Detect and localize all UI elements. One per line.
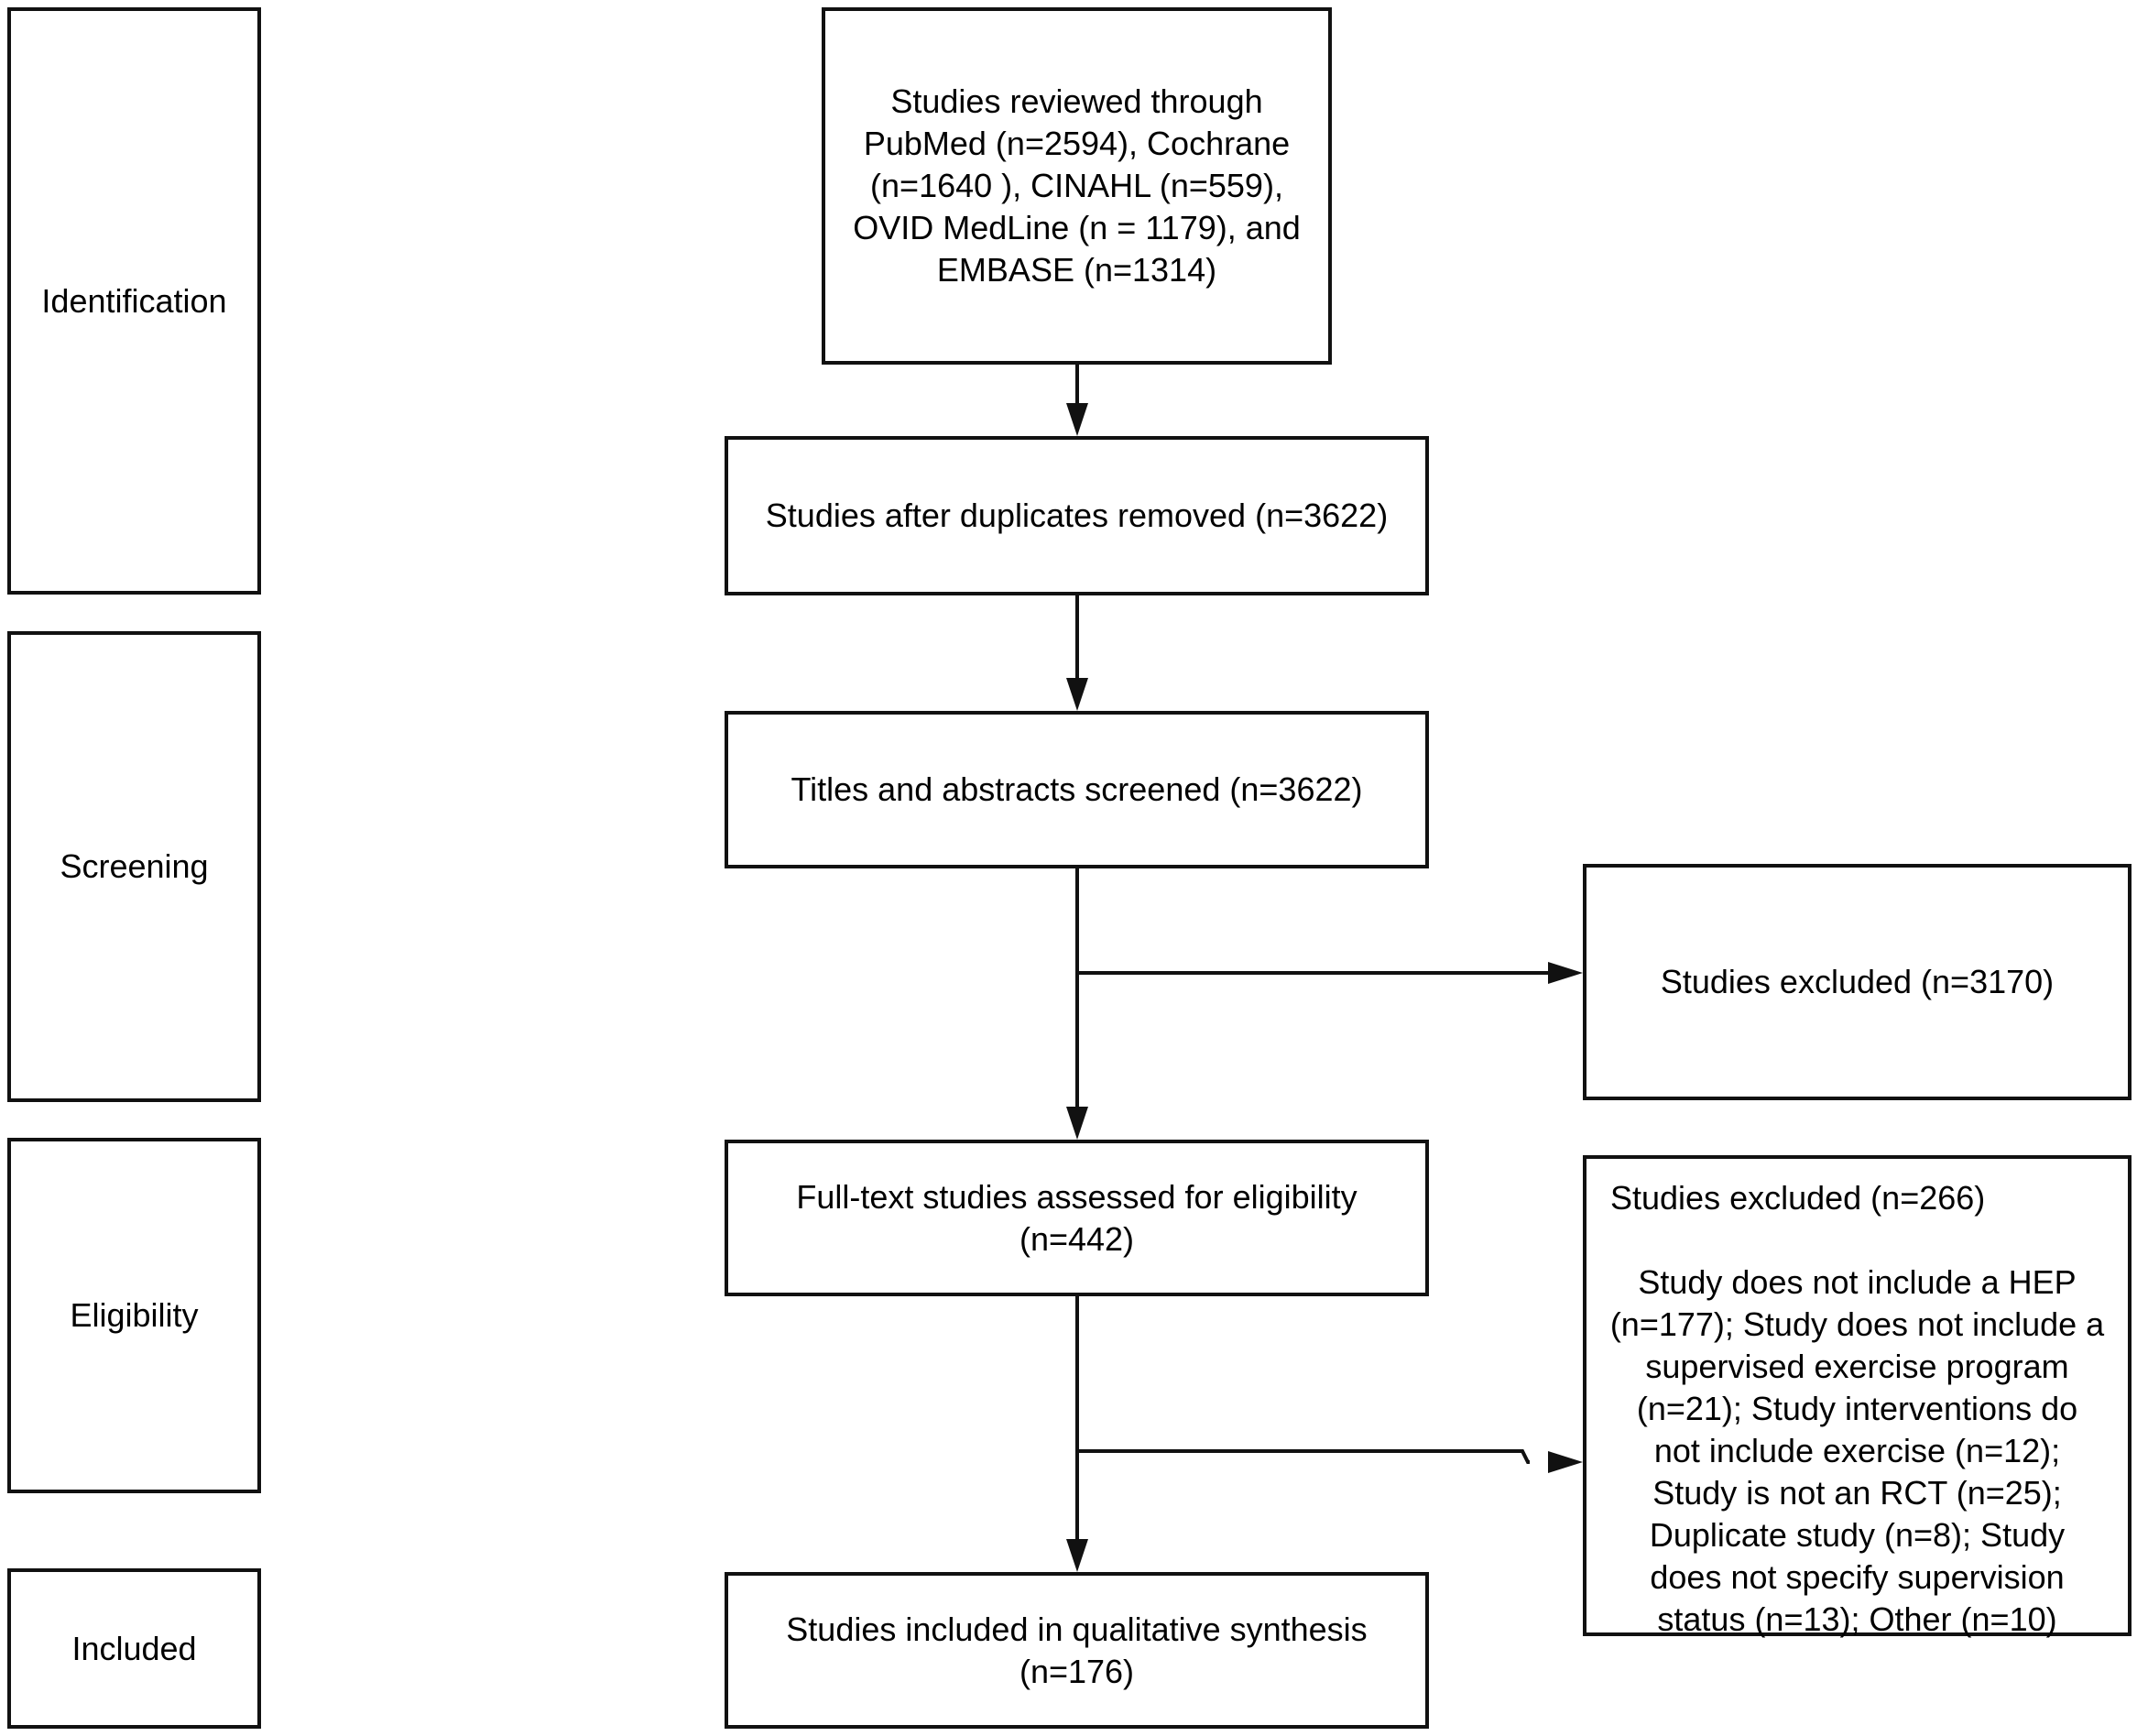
excluded-reason-line: Duplicate study (n=8); Study [1649, 1516, 2066, 1554]
excluded-reason-line: (n=21); Study interventions do [1636, 1390, 2078, 1427]
excluded-reason-line: (n=177); Study does not include a [1609, 1305, 2105, 1343]
reviewed-line-1: Studies reviewed through [890, 82, 1263, 120]
excluded-reason-line: Study is not an RCT (n=25); [1652, 1474, 2062, 1512]
box-titles-abstracts-screened: Titles and abstracts screened (n=3622) [725, 711, 1429, 868]
reviewed-line-5: EMBASE (n=1314) [936, 251, 1217, 289]
excluded-reason-line: Study does not include a HEP [1638, 1263, 2077, 1301]
excluded-reason-line: status (n=13); Other (n=10) [1657, 1600, 2057, 1638]
phase-identification: Identification [7, 7, 261, 595]
screened-text: Titles and abstracts screened (n=3622) [790, 770, 1363, 808]
box-fulltext-assessed: Full-text studies assessed for eligibili… [725, 1140, 1429, 1296]
arrowhead-to-excluded-screening [1548, 962, 1583, 984]
box-excluded-fulltext: Studies excluded (n=266) Study does not … [1583, 1155, 2132, 1638]
arrowhead-fulltext-to-included [1066, 1539, 1088, 1572]
box-studies-included: Studies included in qualitative synthesi… [725, 1572, 1429, 1729]
arrowhead-to-excluded-fulltext [1548, 1451, 1583, 1473]
phase-included: Included [7, 1568, 261, 1729]
phase-screening-label: Screening [60, 847, 209, 885]
reviewed-line-3: (n=1640 ), CINAHL (n=559), [870, 167, 1283, 204]
excluded-fulltext-reasons: Study does not include a HEP (n=177); St… [1586, 1261, 2128, 1641]
excluded-screening-text: Studies excluded (n=3170) [1660, 963, 2055, 1000]
excluded-fulltext-title: Studies excluded (n=266) [1610, 1179, 1986, 1217]
excluded-reason-line: does not specify supervision [1650, 1558, 2065, 1596]
box-studies-reviewed: Studies reviewed through PubMed (n=2594)… [822, 7, 1332, 365]
phase-eligibility: Eligibility [7, 1138, 261, 1493]
fulltext-line-1: Full-text studies assessed for eligibili… [796, 1177, 1357, 1216]
excluded-reason-line: not include exercise (n=12); [1653, 1432, 2061, 1469]
arrowhead-reviewed-to-duplicates [1066, 403, 1088, 436]
excluded-reason-line: supervised exercise program [1645, 1348, 2069, 1385]
box-duplicates-removed: Studies after duplicates removed (n=3622… [725, 436, 1429, 595]
fulltext-line-2: (n=442) [1019, 1219, 1135, 1258]
phase-screening: Screening [7, 631, 261, 1102]
reviewed-line-4: OVID MedLine (n = 1179), and [853, 209, 1301, 246]
phase-eligibility-label: Eligibility [70, 1296, 199, 1334]
branch-excluded-fulltext [1077, 1449, 1530, 1464]
duplicates-removed-text: Studies after duplicates removed (n=3622… [765, 497, 1389, 534]
box-excluded-screening: Studies excluded (n=3170) [1583, 864, 2132, 1100]
arrowhead-screened-to-fulltext [1066, 1107, 1088, 1140]
reviewed-line-2: PubMed (n=2594), Cochrane [863, 125, 1291, 162]
included-line-2: (n=176) [1019, 1652, 1135, 1690]
phase-included-label: Included [71, 1629, 197, 1667]
included-line-1: Studies included in qualitative synthesi… [786, 1610, 1368, 1648]
arrowhead-duplicates-to-screened [1066, 678, 1088, 711]
phase-identification-label: Identification [41, 281, 227, 320]
